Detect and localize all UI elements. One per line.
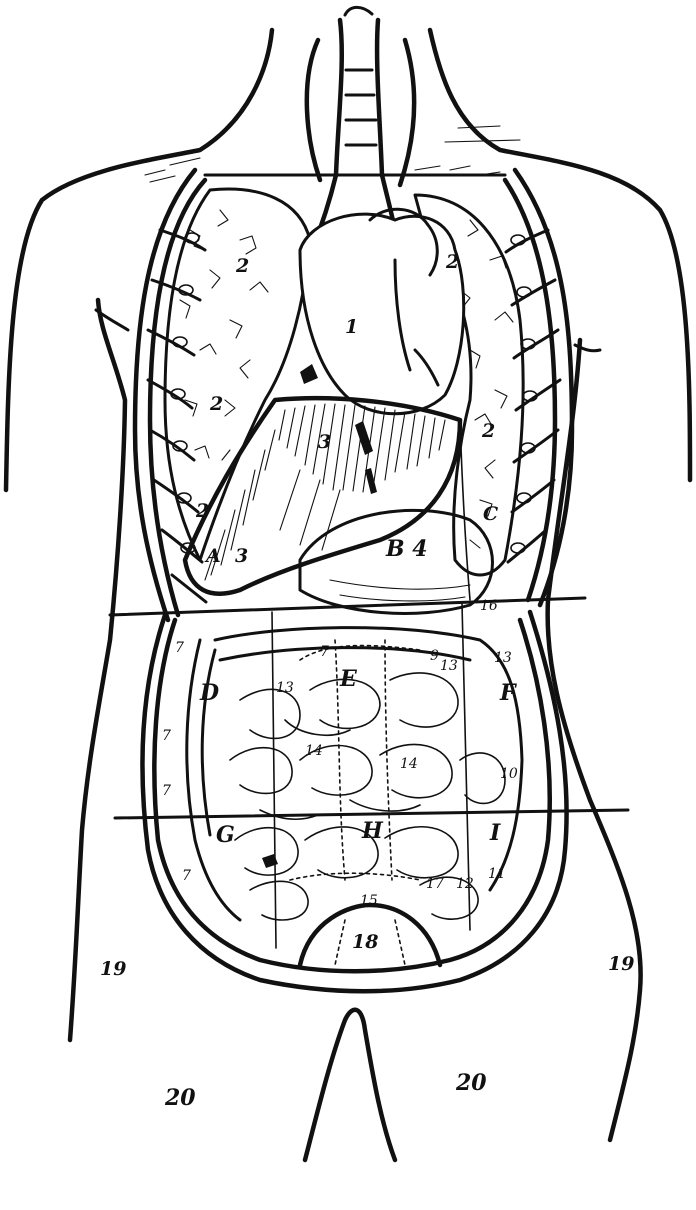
label-16: 16 xyxy=(480,598,498,614)
label-lung-left-mid: 2 xyxy=(209,393,223,415)
label-colon-4: 7 xyxy=(182,868,191,884)
label-region-e: E xyxy=(339,666,358,692)
label-region-d: D xyxy=(199,680,219,706)
label-region-h: H xyxy=(361,818,384,844)
label-lung-left-low: 2 xyxy=(195,500,209,522)
label-20-left: 20 xyxy=(164,1085,196,1111)
label-20-right: 20 xyxy=(455,1070,487,1096)
label-14-a: 14 xyxy=(305,743,323,759)
label-13-c: 13 xyxy=(494,650,512,666)
label-11: 11 xyxy=(488,866,506,882)
label-19-left: 19 xyxy=(100,958,126,980)
label-region-a: A xyxy=(204,545,221,567)
label-lung-right-upper: 2 xyxy=(445,251,459,273)
label-transverse-colon: 7 xyxy=(320,644,329,660)
label-colon-2: 7 xyxy=(162,728,171,744)
label-15: 15 xyxy=(360,893,378,909)
label-heart: 1 xyxy=(345,316,358,338)
label-stomach: B 4 xyxy=(385,536,428,562)
label-lung-right-mid: 2 xyxy=(481,420,495,442)
label-colon-3: 7 xyxy=(162,783,171,799)
label-region-f: F xyxy=(499,680,517,706)
label-13-a: 13 xyxy=(276,680,294,696)
label-region-i: I xyxy=(489,820,501,846)
label-colon-1: 7 xyxy=(175,640,184,656)
label-liver: 3 xyxy=(318,431,331,453)
label-liver-low: 3 xyxy=(235,545,248,567)
label-10: 10 xyxy=(500,766,518,782)
heart xyxy=(300,175,464,414)
label-9: 9 xyxy=(430,648,439,664)
label-18: 18 xyxy=(352,931,378,953)
label-12: 12 xyxy=(456,876,474,892)
liver xyxy=(185,398,460,594)
trachea xyxy=(307,7,414,185)
label-14-b: 14 xyxy=(400,756,418,772)
label-13-b: 13 xyxy=(440,658,458,674)
label-region-g: G xyxy=(216,822,235,848)
label-region-c: C xyxy=(483,503,498,525)
label-19-right: 19 xyxy=(608,953,634,975)
label-lung-left-upper: 2 xyxy=(235,255,249,277)
label-17: 17 xyxy=(426,876,444,892)
